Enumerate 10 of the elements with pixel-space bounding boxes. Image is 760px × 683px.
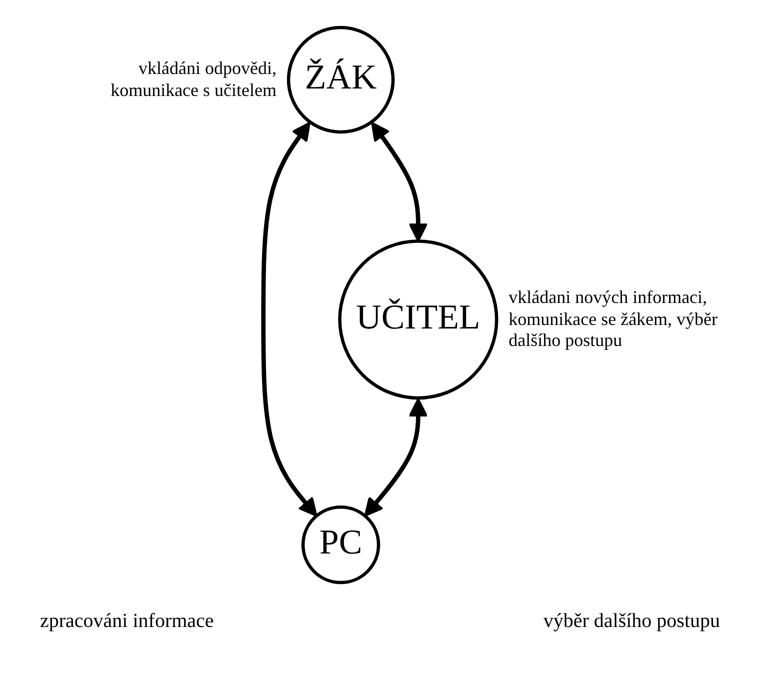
arrow — [364, 398, 428, 517]
node-caption: vkládáni odpovědi, komunikace s učitelem — [110, 58, 277, 102]
note-text: zpracováni informace — [40, 610, 214, 633]
arrow — [261, 122, 318, 517]
node-circle: ŽÁK — [286, 26, 395, 134]
node-circle: UČITEL — [338, 239, 498, 400]
node-caption: vkládani nových informaci, komunikace se žákem, výběr dalšího postupu — [508, 287, 719, 352]
node-circle: PC — [301, 505, 380, 584]
arrow — [371, 122, 428, 242]
note-text: výběr dalšího postupu — [543, 610, 720, 633]
